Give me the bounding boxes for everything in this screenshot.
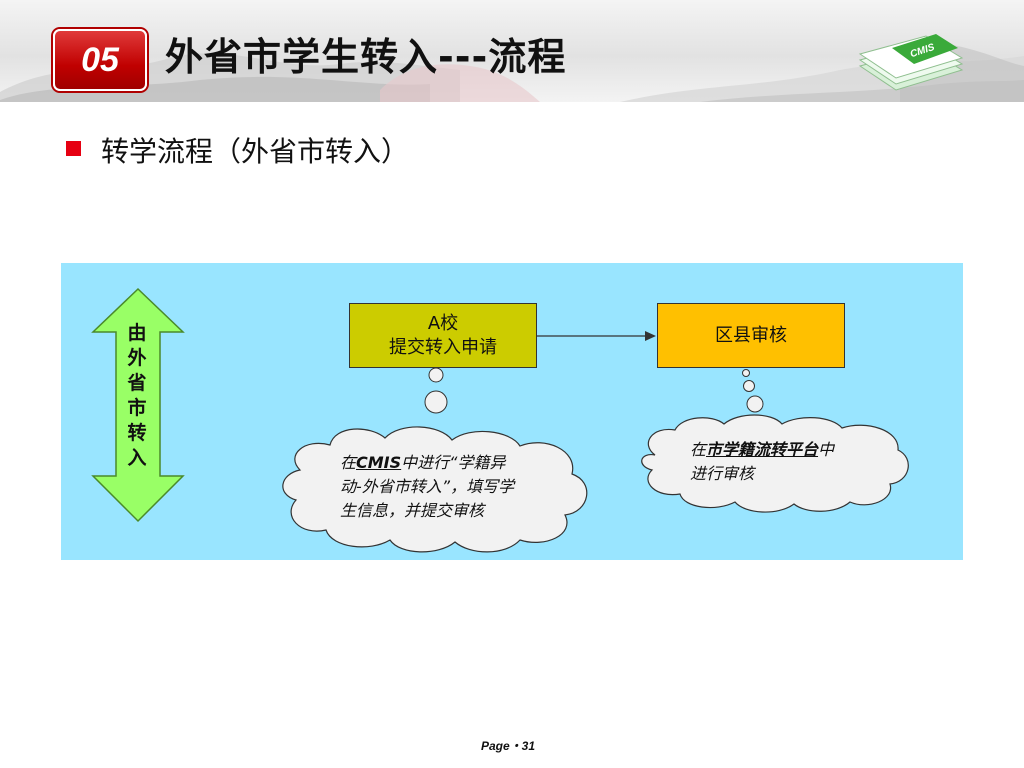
step-a-subtitle: 提交转入申请 — [389, 336, 497, 358]
platform-link-text: 市学籍流转平台 — [706, 440, 819, 459]
step-b-label: 区县审核 — [715, 324, 787, 346]
thought-cloud-a — [282, 426, 588, 553]
thought-bubble-medium — [424, 390, 448, 414]
thought-cloud-b — [641, 414, 909, 513]
step-b-box: 区县审核 — [657, 303, 845, 368]
step-a-title: A校 — [427, 312, 459, 334]
thought-bubble-small — [743, 380, 755, 392]
thought-bubble-small — [428, 367, 444, 383]
cloud-a-text: 在CMIS中进行“学籍异动-外省市转入”，填写学生信息，并提交审核 — [340, 453, 515, 520]
slide-header: 05 外省市学生转入---流程 CMIS — [0, 0, 1024, 102]
page-number: Page・31 — [481, 739, 536, 753]
cmis-card-stack-icon: CMIS — [858, 34, 964, 91]
thought-bubble-medium — [746, 395, 764, 413]
section-subtitle: 转学流程（外省市转入） — [101, 135, 410, 168]
thought-bubble-tiny — [742, 369, 750, 377]
double-arrow-shape — [91, 287, 185, 523]
flow-arrow-head — [645, 331, 656, 341]
slide-title: 外省市学生转入---流程 — [165, 35, 567, 79]
arrow-vertical-label: 由 外 省 市 转 入 — [127, 322, 147, 469]
red-square-bullet-icon — [66, 141, 81, 156]
section-number-badge: 05 — [53, 29, 147, 91]
cloud-b-text: 在市学籍流转平台中进行审核 — [690, 440, 835, 483]
step-a-box: A校 提交转入申请 — [349, 303, 537, 368]
cmis-link-text: CMIS — [356, 453, 402, 472]
